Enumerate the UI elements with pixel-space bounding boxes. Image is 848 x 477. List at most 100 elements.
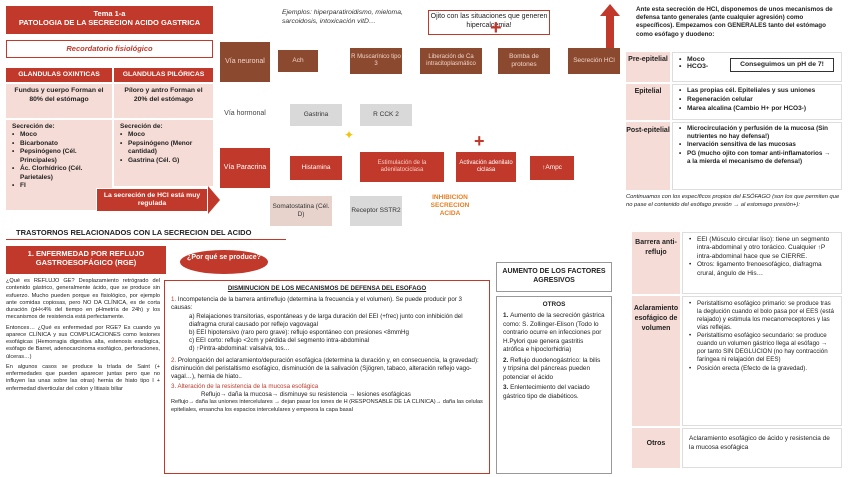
muscarinico-box: R Muscarínico tipo 3: [350, 48, 402, 74]
bomba-protones: Bomba de protones: [498, 48, 550, 74]
arrow-shaft: [606, 14, 614, 48]
list-item: Regeneración celular: [679, 96, 835, 105]
recordatorio-box: Recordatorio fisiológico: [6, 40, 213, 58]
preepitelial-label: Pre-epitelial: [626, 52, 670, 82]
gastrina-box: Gastrina: [290, 104, 342, 126]
right-intro: Ante esta secreción de HCl, disponemos d…: [636, 6, 833, 38]
list-item: Bicarbonato: [12, 140, 106, 149]
incompetencia-item: 1. Incompetencia de la barrera antirrefl…: [171, 296, 462, 312]
cck2-box: R CCK 2: [360, 104, 412, 126]
list-item: Otros: ligamento frenoesofágico, diafrag…: [689, 261, 835, 278]
list-item: FI: [12, 182, 106, 191]
alteracion-text: Alteración de la resistencia de la mucos…: [177, 383, 319, 391]
tema-label: Tema 1-a: [93, 9, 126, 18]
porque-bubble: ¿Por qué se produce?: [180, 250, 268, 274]
barrera-cell: EEI (Músculo circular liso): tiene un se…: [682, 232, 842, 294]
ach-box: Ach: [278, 50, 318, 72]
prolongacion-item: 2. Prolongación del aclaramiento/depurac…: [171, 356, 479, 380]
rge-p2: Entonces… ¿Qué es enfermedad por RGE? Es…: [6, 324, 160, 360]
cause-text: ↑Pintra-abdominal: valsalva, tos…: [196, 345, 290, 353]
prolongacion-text: Prolongación del aclaramiento/depuración…: [171, 356, 479, 380]
aclaramiento-label: Aclaramiento esofágico de volumen: [632, 296, 680, 426]
aumento-text: Reflujo duodenogástrico: la bilis y trip…: [503, 356, 601, 381]
secrecion-hcl: Secreción HCl: [568, 48, 620, 74]
oxinticas-header: GLANDULAS OXINTICAS: [6, 68, 112, 82]
cause-item: c) EEI corto: reflujo <2cm y pérdida del…: [189, 337, 370, 345]
trastornos-title: TRASTORNOS RELACIONADOS CON LA SECRECION…: [6, 226, 286, 240]
aumento-item: 2. Reflujo duodenogástrico: la bilis y t…: [503, 356, 601, 381]
cause-item: b) EEI hipotensivo (raro pero grave): re…: [189, 328, 409, 336]
calcio-box: Liberación de Ca intracitoplasmático: [420, 48, 482, 74]
rge-p1: ¿Qué es REFLUJO GE? Desplazamiento retró…: [6, 278, 160, 321]
sstr2-box: Receptor SSTR2: [350, 196, 402, 226]
plus-icon: +: [490, 17, 502, 39]
list-item: Pepsinógeno (Cél. Principales): [12, 148, 106, 165]
barrera-label: Barrera anti-reflujo: [632, 232, 680, 294]
cause-text: Relajaciones transitorias, espontáneas y…: [189, 312, 463, 328]
somatostatina-box: Somatostatina (Cél. D): [270, 196, 332, 226]
list-item: Moco: [12, 131, 106, 140]
regulation-note: La secreción de HCl está muy regulada: [96, 188, 208, 212]
aumento-box: OTROS 1. Aumento de la secreción gástric…: [496, 296, 612, 474]
piloricas-secrecion: Secreción de: Moco Pepsinógeno (Menor ca…: [114, 120, 213, 186]
piloricas-desc: Píloro y antro Forman el 20% del estómag…: [114, 84, 213, 118]
ejemplos-text: Ejemplos: hiperparatiroidismo, mieloma, …: [282, 9, 403, 26]
incompetencia-text: Incompetencia de la barrera antirreflujo…: [171, 296, 462, 312]
list-item: Marea alcalina (Cambio H+ por HCO3-): [679, 105, 835, 114]
piloricas-header: GLANDULAS PILÓRICAS: [114, 68, 213, 82]
ampc-box: ↑Ampc: [530, 156, 574, 180]
oxinticas-secrecion: Secreción de: Moco Bicarbonato Pepsinóge…: [6, 120, 112, 210]
cause-text: EEI hipotensivo (raro pero grave): reflu…: [196, 328, 409, 336]
aclaramiento-cell: Peristaltismo esofágico primario: se pro…: [682, 296, 842, 426]
list-item: HCO3-: [679, 63, 835, 70]
list-item: Pepsinógeno (Menor cantidad): [120, 140, 207, 157]
list-item: EEI (Músculo circular liso): tiene un se…: [689, 236, 835, 261]
reflujo-line: Reflujo→ daña las uniones intercelulares…: [171, 399, 483, 413]
plus-icon: +: [474, 131, 485, 151]
lightning-icon: ✦: [344, 128, 355, 142]
cause-item: d) ↑Pintra-abdominal: valsalva, tos…: [189, 345, 290, 353]
title-box: Tema 1-a PATOLOGIA DE LA SECRECION ACIDO…: [6, 6, 213, 34]
arrow-up-icon: [600, 4, 620, 16]
list-item: Moco: [679, 56, 835, 63]
reflujo-line: Reflujo→ daña la mucosa→ disminuye su re…: [201, 391, 411, 399]
otros-cell: Aclaramiento esofágico de ácido y resist…: [682, 428, 842, 468]
postepitelial-cell: Microcirculación y perfusión de la mucos…: [672, 122, 842, 190]
list-item: Peristaltismo esofágico secundario: se p…: [689, 332, 835, 364]
cause-item: a) Relajaciones transitorias, espontánea…: [189, 312, 463, 328]
aumento-title: AUMENTO DE LOS FACTORES AGRESIVOS: [496, 262, 612, 292]
list-item: Ác. Clorhídrico (Cél. Parietales): [12, 165, 106, 182]
preepitelial-cell: Moco HCO3-: [672, 52, 842, 82]
disminucion-box: DISMINUCION DE LOS MECANISMOS DE DEFENSA…: [164, 280, 490, 474]
list-item: Las propias cél. Epiteliales y sus union…: [679, 87, 835, 96]
list-item: Peristaltismo esofágico primario: se pro…: [689, 300, 835, 332]
disminucion-title: DISMINUCION DE LOS MECANISMOS DE DEFENSA…: [227, 285, 427, 292]
aumento-item: 1. Aumento de la secreción gástrica como…: [503, 312, 605, 354]
aumento-item: 3. Enlentecimiento del vaciado gástrico …: [503, 384, 590, 400]
list-item: PG (mucho ojito con tomar anti-inflamato…: [679, 150, 835, 166]
rge-title: 1. ENFERMEDAD POR REFLUJO GASTROESOFÁGIC…: [6, 246, 166, 274]
via-paracrina: Vía Paracrina: [220, 148, 270, 188]
adenilato-estim: Estimulación de la adenilatociclasa: [360, 152, 444, 182]
epitelial-cell: Las propias cél. Epiteliales y sus union…: [672, 84, 842, 120]
aumento-text: Aumento de la secreción gástrica como: S…: [503, 312, 605, 354]
postepitelial-label: Post-epitelial: [626, 122, 670, 190]
rge-text: ¿Qué es REFLUJO GE? Desplazamiento retró…: [6, 278, 160, 474]
via-hormonal: Vía hormonal: [220, 96, 270, 132]
continuamos-text: Continuamos con los específicos propios …: [626, 194, 840, 208]
activacion-box: Activación adenilato ciclasa: [456, 152, 516, 182]
list-item: Inervación sensitiva de las mucosas: [679, 141, 835, 149]
arrow-right-icon: [208, 186, 220, 214]
inhibicion-text: INHIBICION SECRECION ACIDA: [430, 194, 470, 218]
oxinticas-desc: Fundus y cuerpo Forman el 80% del estóma…: [6, 84, 112, 118]
otros-label: Otros: [632, 428, 680, 468]
list-item: Moco: [120, 131, 207, 140]
epitelial-label: Epitelial: [626, 84, 670, 120]
rge-p3: En algunos casos se produce la tríada de…: [6, 363, 160, 392]
via-neuronal: Vía neuronal: [220, 42, 270, 82]
secrecion-title: Secreción de:: [120, 123, 163, 130]
list-item: Posición erecta (Efecto de la gravedad).: [689, 365, 835, 373]
ph-note: Conseguimos un pH de 7!: [730, 58, 834, 72]
secrecion-title: Secreción de:: [12, 123, 55, 130]
otros-label: OTROS: [542, 301, 566, 308]
